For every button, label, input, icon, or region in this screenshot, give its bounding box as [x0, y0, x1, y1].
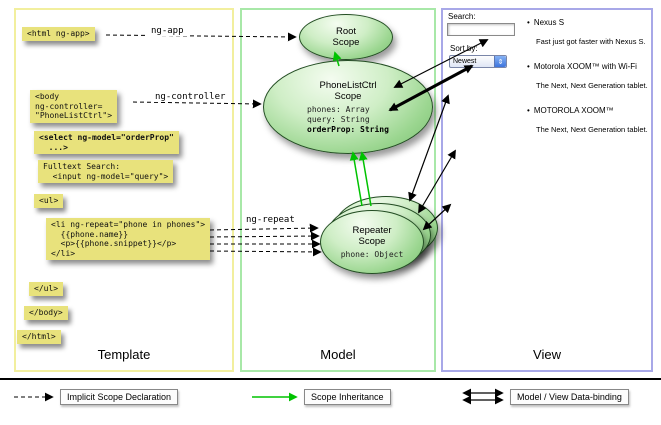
phone-list-item: • MOTOROLA XOOM™ [527, 106, 614, 115]
bullet-icon: • [527, 18, 530, 27]
sort-by-label: Sort by: [450, 44, 478, 53]
legend-implicit-scope: Implicit Scope Declaration [60, 389, 179, 405]
phone-snippet: The Next, Next Generation tablet. [536, 81, 648, 90]
scope-prop-query: query: String [307, 114, 370, 124]
legend-scope-inheritance: Scope Inheritance [304, 389, 391, 405]
repeater-scope-title: Repeater Scope [352, 224, 392, 247]
code-ul-close: </ul> [29, 282, 64, 296]
root-scope-title: Root Scope [332, 26, 360, 48]
scope-prop-orderprop: orderProp: String [307, 124, 389, 134]
code-body-open: <body ng-controller= "PhoneListCtrl"> [30, 90, 118, 123]
sort-dropdown[interactable]: Newest ⇕ [449, 55, 507, 68]
phone-name: Motorola XOOM™ with Wi-Fi [533, 62, 637, 71]
ng-controller-label: ng-controller [152, 92, 229, 102]
view-column-label: View [533, 347, 561, 362]
phonelistctrl-scope-ellipse: PhoneListCtrl Scope phones: Array query:… [263, 60, 433, 154]
model-column-label: Model [320, 347, 356, 362]
legend-separator [0, 378, 661, 380]
phone-snippet: Fast just got faster with Nexus S. [536, 37, 646, 46]
repeater-scope-props: phone: Object [341, 250, 404, 260]
code-html-open: <html ng-app> [22, 27, 95, 41]
search-label: Search: [448, 12, 476, 21]
root-scope-ellipse: Root Scope [299, 14, 393, 60]
phone-name: Nexus S [533, 18, 565, 27]
template-column-label: Template [97, 347, 151, 362]
code-fulltext-search: Fulltext Search: <input ng-model="query"… [38, 160, 174, 183]
phone-snippet: The Next, Next Generation tablet. [536, 125, 648, 134]
phonelistctrl-scope-props: phones: Array query: String orderProp: S… [307, 105, 389, 135]
phonelistctrl-scope-title: PhoneListCtrl Scope [319, 79, 377, 102]
phone-list-item: • Motorola XOOM™ with Wi-Fi [527, 62, 637, 71]
code-li-ngrepeat: <li ng-repeat="phone in phones"> {{phone… [46, 218, 211, 260]
legend-data-binding: Model / View Data-binding [510, 389, 629, 405]
ng-repeat-label: ng-repeat [243, 215, 298, 225]
dropdown-arrows-icon: ⇕ [494, 56, 506, 67]
scope-prop-phone: phone: Object [340, 249, 404, 259]
repeater-scope-ellipse: Repeater Scope phone: Object [320, 210, 424, 274]
sort-dropdown-value: Newest [453, 58, 477, 65]
bullet-icon: • [527, 106, 530, 115]
scope-prop-phones: phones: Array [307, 104, 370, 114]
code-select-ngmodel: <select ng-model="orderProp" ...> [34, 131, 179, 154]
bullet-icon: • [527, 62, 530, 71]
code-html-close: </html> [17, 330, 61, 344]
search-input[interactable] [447, 23, 515, 36]
code-body-close: </body> [24, 306, 68, 320]
phone-name: MOTOROLA XOOM™ [533, 106, 614, 115]
code-ul-open: <ul> [34, 194, 64, 208]
ng-app-label: ng-app [148, 26, 187, 36]
phone-list-item: • Nexus S [527, 18, 564, 27]
